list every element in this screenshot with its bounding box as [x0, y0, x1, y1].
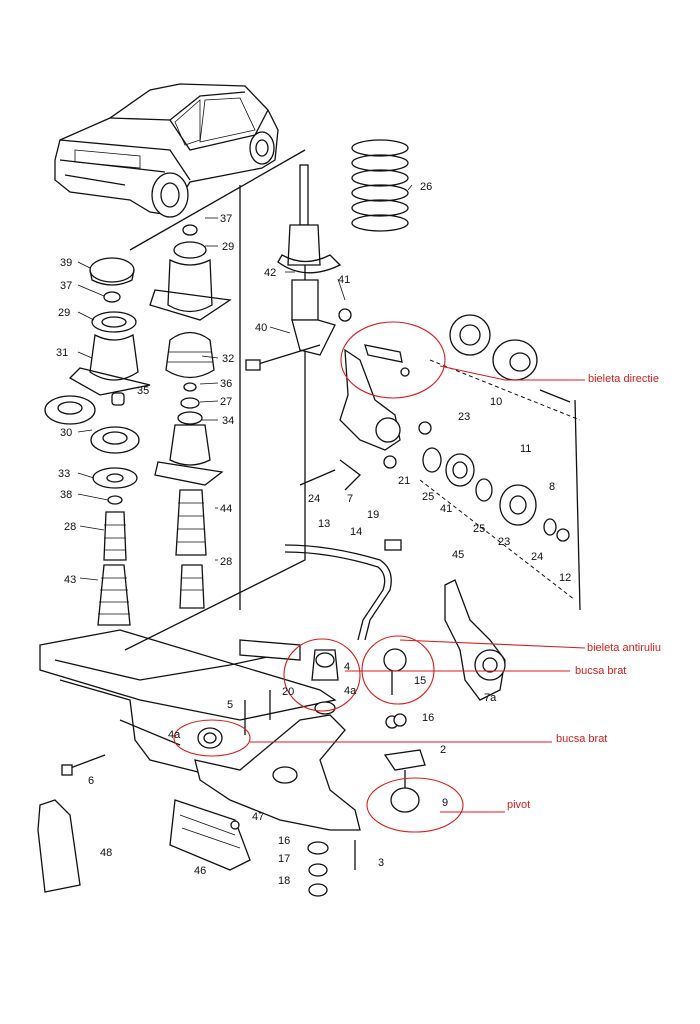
part-16b: 16 [278, 835, 290, 847]
steering-knuckle-hub [299, 314, 571, 542]
part-8: 8 [549, 481, 555, 493]
part-7: 7 [347, 493, 353, 505]
label-bieleta-directie: bieleta directie [588, 373, 659, 385]
part-41a: 41 [338, 274, 350, 286]
part-10: 10 [490, 396, 502, 408]
part-28b: 28 [220, 556, 232, 568]
ball-joint-highlight [366, 777, 464, 833]
part-26: 26 [420, 181, 432, 193]
part-number-labels: 26 37 29 39 37 42 41 29 40 31 32 35 36 2… [56, 181, 571, 887]
part-4: 4 [344, 661, 350, 673]
part-33: 33 [58, 468, 70, 480]
part-25b: 25 [473, 523, 485, 535]
subframe-control-arm [39, 629, 426, 897]
part-42: 42 [264, 267, 276, 279]
antiroll-link-highlight [361, 635, 435, 705]
part-28a: 28 [64, 521, 76, 533]
label-bucsa-brat-2: bucsa brat [556, 733, 607, 745]
part-18: 18 [278, 875, 290, 887]
arm-bushing-highlight-2 [173, 719, 251, 757]
part-4a: 4a [344, 685, 357, 697]
part-40: 40 [255, 322, 267, 334]
part-36: 36 [220, 378, 232, 390]
part-2: 2 [440, 744, 446, 756]
leader-lines [77, 184, 413, 581]
label-bieleta-antiruliu: bieleta antiruliu [587, 642, 661, 654]
shield-and-grease [37, 799, 251, 893]
steering-link-highlight [340, 321, 446, 399]
part-6: 6 [88, 775, 94, 787]
part-37a: 37 [220, 213, 232, 225]
part-4a-2: 4a [168, 729, 181, 741]
part-39: 39 [60, 257, 72, 269]
part-38: 38 [60, 489, 72, 501]
part-34: 34 [222, 415, 234, 427]
part-44: 44 [220, 503, 232, 515]
part-27: 27 [220, 396, 232, 408]
coil-spring [351, 139, 409, 232]
part-17: 17 [278, 853, 290, 865]
part-15: 15 [414, 675, 426, 687]
part-5: 5 [227, 699, 233, 711]
part-20: 20 [282, 686, 294, 698]
part-23a: 23 [458, 411, 470, 423]
part-11: 11 [520, 443, 531, 455]
red-annotations [173, 321, 586, 833]
part-43: 43 [64, 574, 76, 586]
part-31: 31 [56, 347, 68, 359]
part-19: 19 [367, 509, 379, 521]
part-48: 48 [100, 847, 112, 859]
anti-roll-bar [284, 539, 407, 729]
part-29b: 29 [58, 307, 70, 319]
part-24b: 24 [531, 551, 543, 563]
part-29a: 29 [222, 241, 234, 253]
part-24a: 24 [308, 493, 320, 505]
part-25a: 25 [422, 491, 434, 503]
part-23b: 23 [498, 536, 510, 548]
part-32: 32 [222, 353, 234, 365]
part-46: 46 [194, 865, 206, 877]
part-41b: 41 [440, 503, 452, 515]
part-14: 14 [350, 526, 362, 538]
strut-assembly [245, 164, 352, 371]
part-7a: 7a [484, 692, 497, 704]
part-3: 3 [378, 857, 384, 869]
part-35: 35 [137, 385, 149, 397]
part-16a: 16 [422, 712, 434, 724]
part-12: 12 [559, 572, 571, 584]
knuckle-7a [444, 579, 506, 701]
part-45: 45 [452, 549, 464, 561]
part-30: 30 [60, 427, 72, 439]
label-pivot: pivot [507, 799, 530, 811]
part-13: 13 [318, 518, 330, 530]
car-illustration [54, 83, 279, 218]
label-bucsa-brat-1: bucsa brat [575, 665, 626, 677]
middle-stack-parts [149, 224, 232, 609]
arm-bushing-highlight-1 [283, 638, 361, 712]
part-47: 47 [252, 811, 264, 823]
part-9: 9 [442, 797, 448, 809]
left-stack-parts [44, 257, 151, 626]
part-37b: 37 [60, 280, 72, 292]
part-21: 21 [398, 475, 410, 487]
